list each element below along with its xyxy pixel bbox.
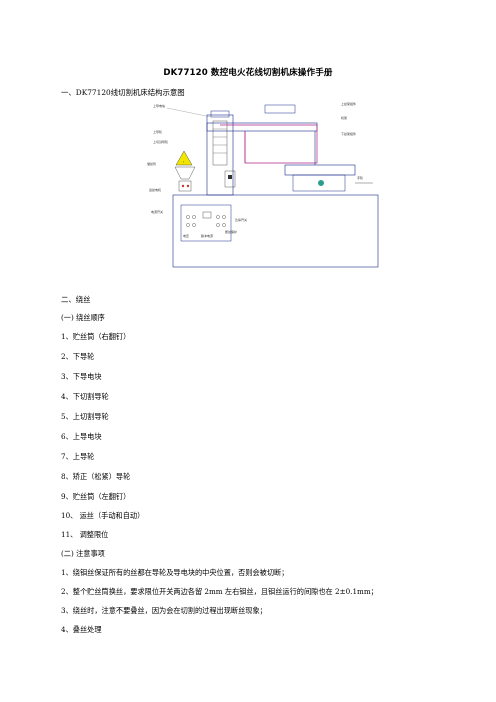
section-heading-structure: 一、DK77120线切割机床结构示意图 xyxy=(61,88,185,97)
list-item: 7、上导轮 xyxy=(61,452,95,461)
svg-text:储丝筒: 储丝筒 xyxy=(147,161,156,166)
svg-text:脉冲电源: 脉冲电源 xyxy=(201,233,213,238)
svg-text:急停开关: 急停开关 xyxy=(235,217,247,222)
list-item: 6、上导电块 xyxy=(61,432,102,441)
list-item: 5、上切割导轮 xyxy=(61,412,109,421)
svg-text:!: ! xyxy=(183,160,184,164)
page-title: DK77120 数控电火花线切割机床操作手册 xyxy=(163,68,333,78)
svg-text:上丝架组件: 上丝架组件 xyxy=(341,101,356,106)
svg-text:手轮: 手轮 xyxy=(357,175,363,180)
svg-text:上切割导轮: 上切割导轮 xyxy=(153,139,168,144)
list-item: 10、 运丝（手动和自动） xyxy=(61,511,145,520)
svg-text:上导电块: 上导电块 xyxy=(153,103,165,108)
note-item: 3、绕丝时，注意不要叠丝，因为会在切割的过程出现断丝现象； xyxy=(61,606,267,615)
subheading-winding-order: (一) 绕丝顺序 xyxy=(61,313,105,322)
svg-text:断丝保护: 断丝保护 xyxy=(225,229,237,234)
svg-text:下丝架组件: 下丝架组件 xyxy=(341,131,356,136)
list-item: 8、矫正（松紧）导轮 xyxy=(61,472,131,481)
svg-text:电源开关: 电源开关 xyxy=(151,209,163,214)
note-item: 2、整个贮丝筒换丝，要求限位开关两边各留 2mm 左右钼丝，且钼丝运行的间隙也在… xyxy=(61,587,378,596)
subheading-notes: (二) 注意事项 xyxy=(61,549,105,558)
note-item: 1、绕钼丝保证所有的丝都在导轮及导电块的中央位置，否则会被切断； xyxy=(61,568,289,577)
note-item: 4、叠丝处理 xyxy=(61,625,102,634)
list-item: 11、 调整限位 xyxy=(61,530,109,539)
list-item: 2、下导轮 xyxy=(61,352,95,361)
svg-text:机架: 机架 xyxy=(341,115,347,120)
list-item: 4、下切割导轮 xyxy=(61,392,109,401)
list-item: 9、贮丝筒（左翻钉） xyxy=(61,492,131,501)
machine-structure-diagram: ! 上导电块 上导轮 上切割 xyxy=(145,95,385,271)
list-item: 1、贮丝筒（右翻钉） xyxy=(61,332,131,341)
svg-text:电压: 电压 xyxy=(183,233,189,238)
svg-text:运丝电机: 运丝电机 xyxy=(149,187,161,192)
list-item: 3、下导电块 xyxy=(61,372,102,381)
section-heading-winding: 二、绕丝 xyxy=(61,295,91,304)
svg-text:上导轮: 上导轮 xyxy=(153,129,162,134)
